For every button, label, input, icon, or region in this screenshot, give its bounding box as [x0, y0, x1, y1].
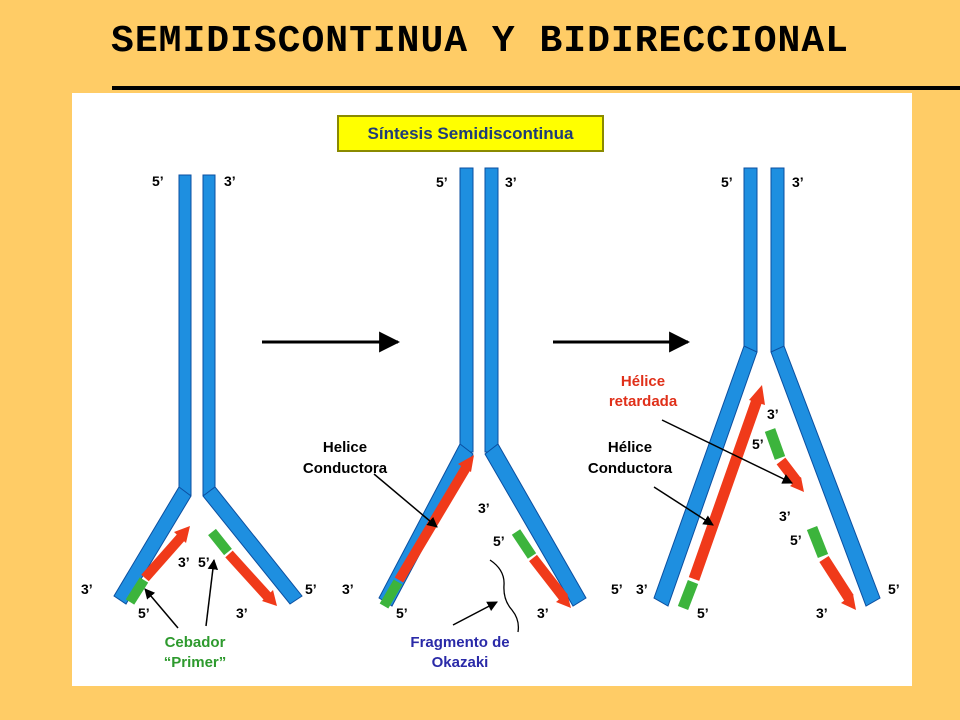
label-5prime: 5’: [888, 581, 900, 597]
label-3prime: 3’: [178, 554, 190, 570]
leading-label-line1: Hélice: [608, 439, 652, 456]
new-strand-arrowhead: [556, 593, 571, 608]
okazaki-label-line1: Fragmento de: [410, 634, 509, 651]
label-5prime: 5’: [436, 174, 448, 190]
lagging-label-line2: retardada: [609, 393, 678, 410]
label-3prime: 3’: [779, 508, 791, 524]
label-5prime: 5’: [752, 436, 764, 452]
label-5prime: 5’: [138, 605, 150, 621]
okazaki-label-line2: Okazaki: [432, 654, 489, 671]
fork-1: [113, 174, 303, 629]
new-strand-arrowhead: [749, 385, 765, 405]
new-strand-arrowhead: [174, 526, 190, 543]
title-underline: [112, 86, 960, 90]
primer-segment: [379, 579, 403, 609]
page-title: SEMIDISCONTINUA Y BIDIRECCIONAL: [111, 20, 849, 63]
label-5prime: 5’: [396, 605, 408, 621]
label-3prime: 3’: [342, 581, 354, 597]
fork-3: [653, 167, 881, 610]
primer-segment: [764, 428, 786, 460]
label-3prime: 3’: [478, 500, 490, 516]
fork-2: [373, 167, 587, 633]
leading-label-line2: Conductora: [588, 460, 673, 477]
label-3prime: 3’: [636, 581, 648, 597]
primer-segment: [511, 529, 537, 559]
label-3prime: 3’: [792, 174, 804, 190]
label-3prime: 3’: [537, 605, 549, 621]
primer-segment: [677, 580, 699, 610]
label-5prime: 5’: [305, 581, 317, 597]
lagging-label-line1: Hélice: [621, 373, 665, 390]
label-3prime: 3’: [236, 605, 248, 621]
primer-label-line2: “Primer”: [164, 654, 227, 671]
label-5prime: 5’: [697, 605, 709, 621]
new-strand-arrowhead: [790, 477, 804, 492]
label-5prime: 5’: [721, 174, 733, 190]
label-3prime: 3’: [767, 406, 779, 422]
primer-segment: [208, 528, 232, 556]
primer-label-line1: Cebador: [165, 634, 226, 651]
label-5prime: 5’: [790, 532, 802, 548]
label-5prime: 5’: [493, 533, 505, 549]
label-3prime: 3’: [224, 173, 236, 189]
subtitle-box: Síntesis Semidiscontinua: [337, 115, 604, 152]
label-5prime: 5’: [152, 173, 164, 189]
label-5prime: 5’: [611, 581, 623, 597]
leading-label-line2: Conductora: [303, 460, 388, 477]
primer-segment: [125, 577, 149, 605]
new-strand-arrowhead: [262, 590, 277, 606]
label-3prime: 3’: [81, 581, 93, 597]
new-strand-arrowhead: [458, 455, 474, 472]
label-3prime: 3’: [505, 174, 517, 190]
label-5prime: 5’: [198, 554, 210, 570]
new-strand-arrowhead: [841, 594, 856, 610]
primer-segment: [806, 525, 829, 559]
label-3prime: 3’: [816, 605, 828, 621]
leading-label-line1: Helice: [323, 439, 367, 456]
